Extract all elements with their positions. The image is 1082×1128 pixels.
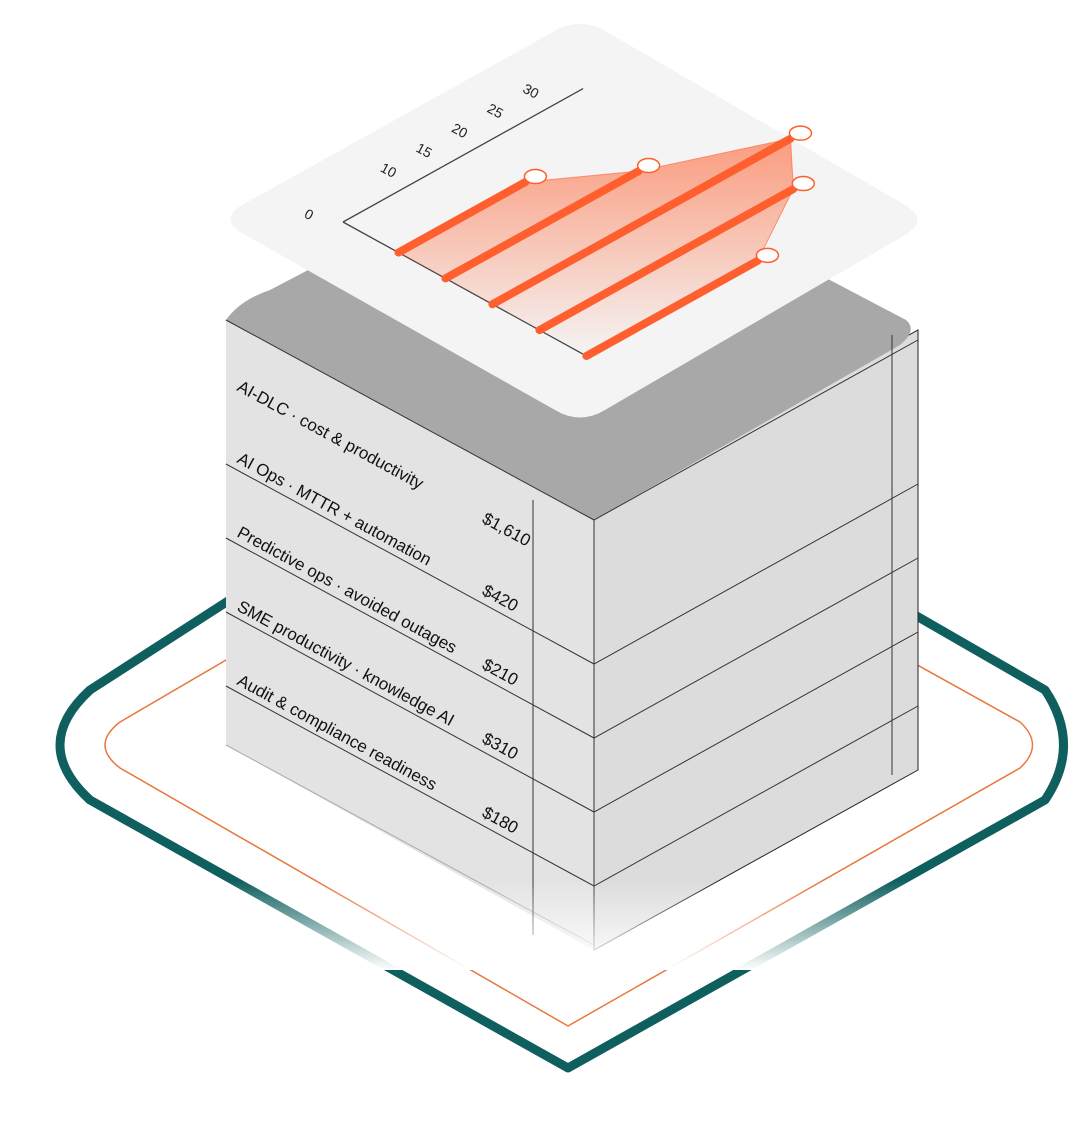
chart-bar — [535, 185, 798, 335]
stack-left-face — [226, 320, 594, 950]
value-axis-line — [342, 88, 584, 223]
axis-tick-label: 25 — [485, 100, 507, 122]
circle-marker-icon — [523, 168, 548, 185]
circle-marker-icon — [755, 247, 780, 264]
chart-bar — [488, 134, 795, 309]
axis-tick-label: 20 — [449, 120, 471, 142]
axis-tick-label: 15 — [414, 140, 436, 162]
chart-bar — [441, 167, 643, 283]
stack-bottom-fade — [220, 880, 920, 970]
chart-bar — [394, 178, 530, 257]
circle-marker-icon — [788, 125, 813, 141]
category-axis-line — [342, 221, 585, 356]
circle-marker-icon — [636, 157, 661, 174]
axis-tick-label: 30 — [520, 80, 542, 102]
circle-marker-icon — [791, 175, 816, 192]
axis-tick-label: 10 — [378, 159, 400, 181]
chart-bar — [582, 256, 762, 360]
